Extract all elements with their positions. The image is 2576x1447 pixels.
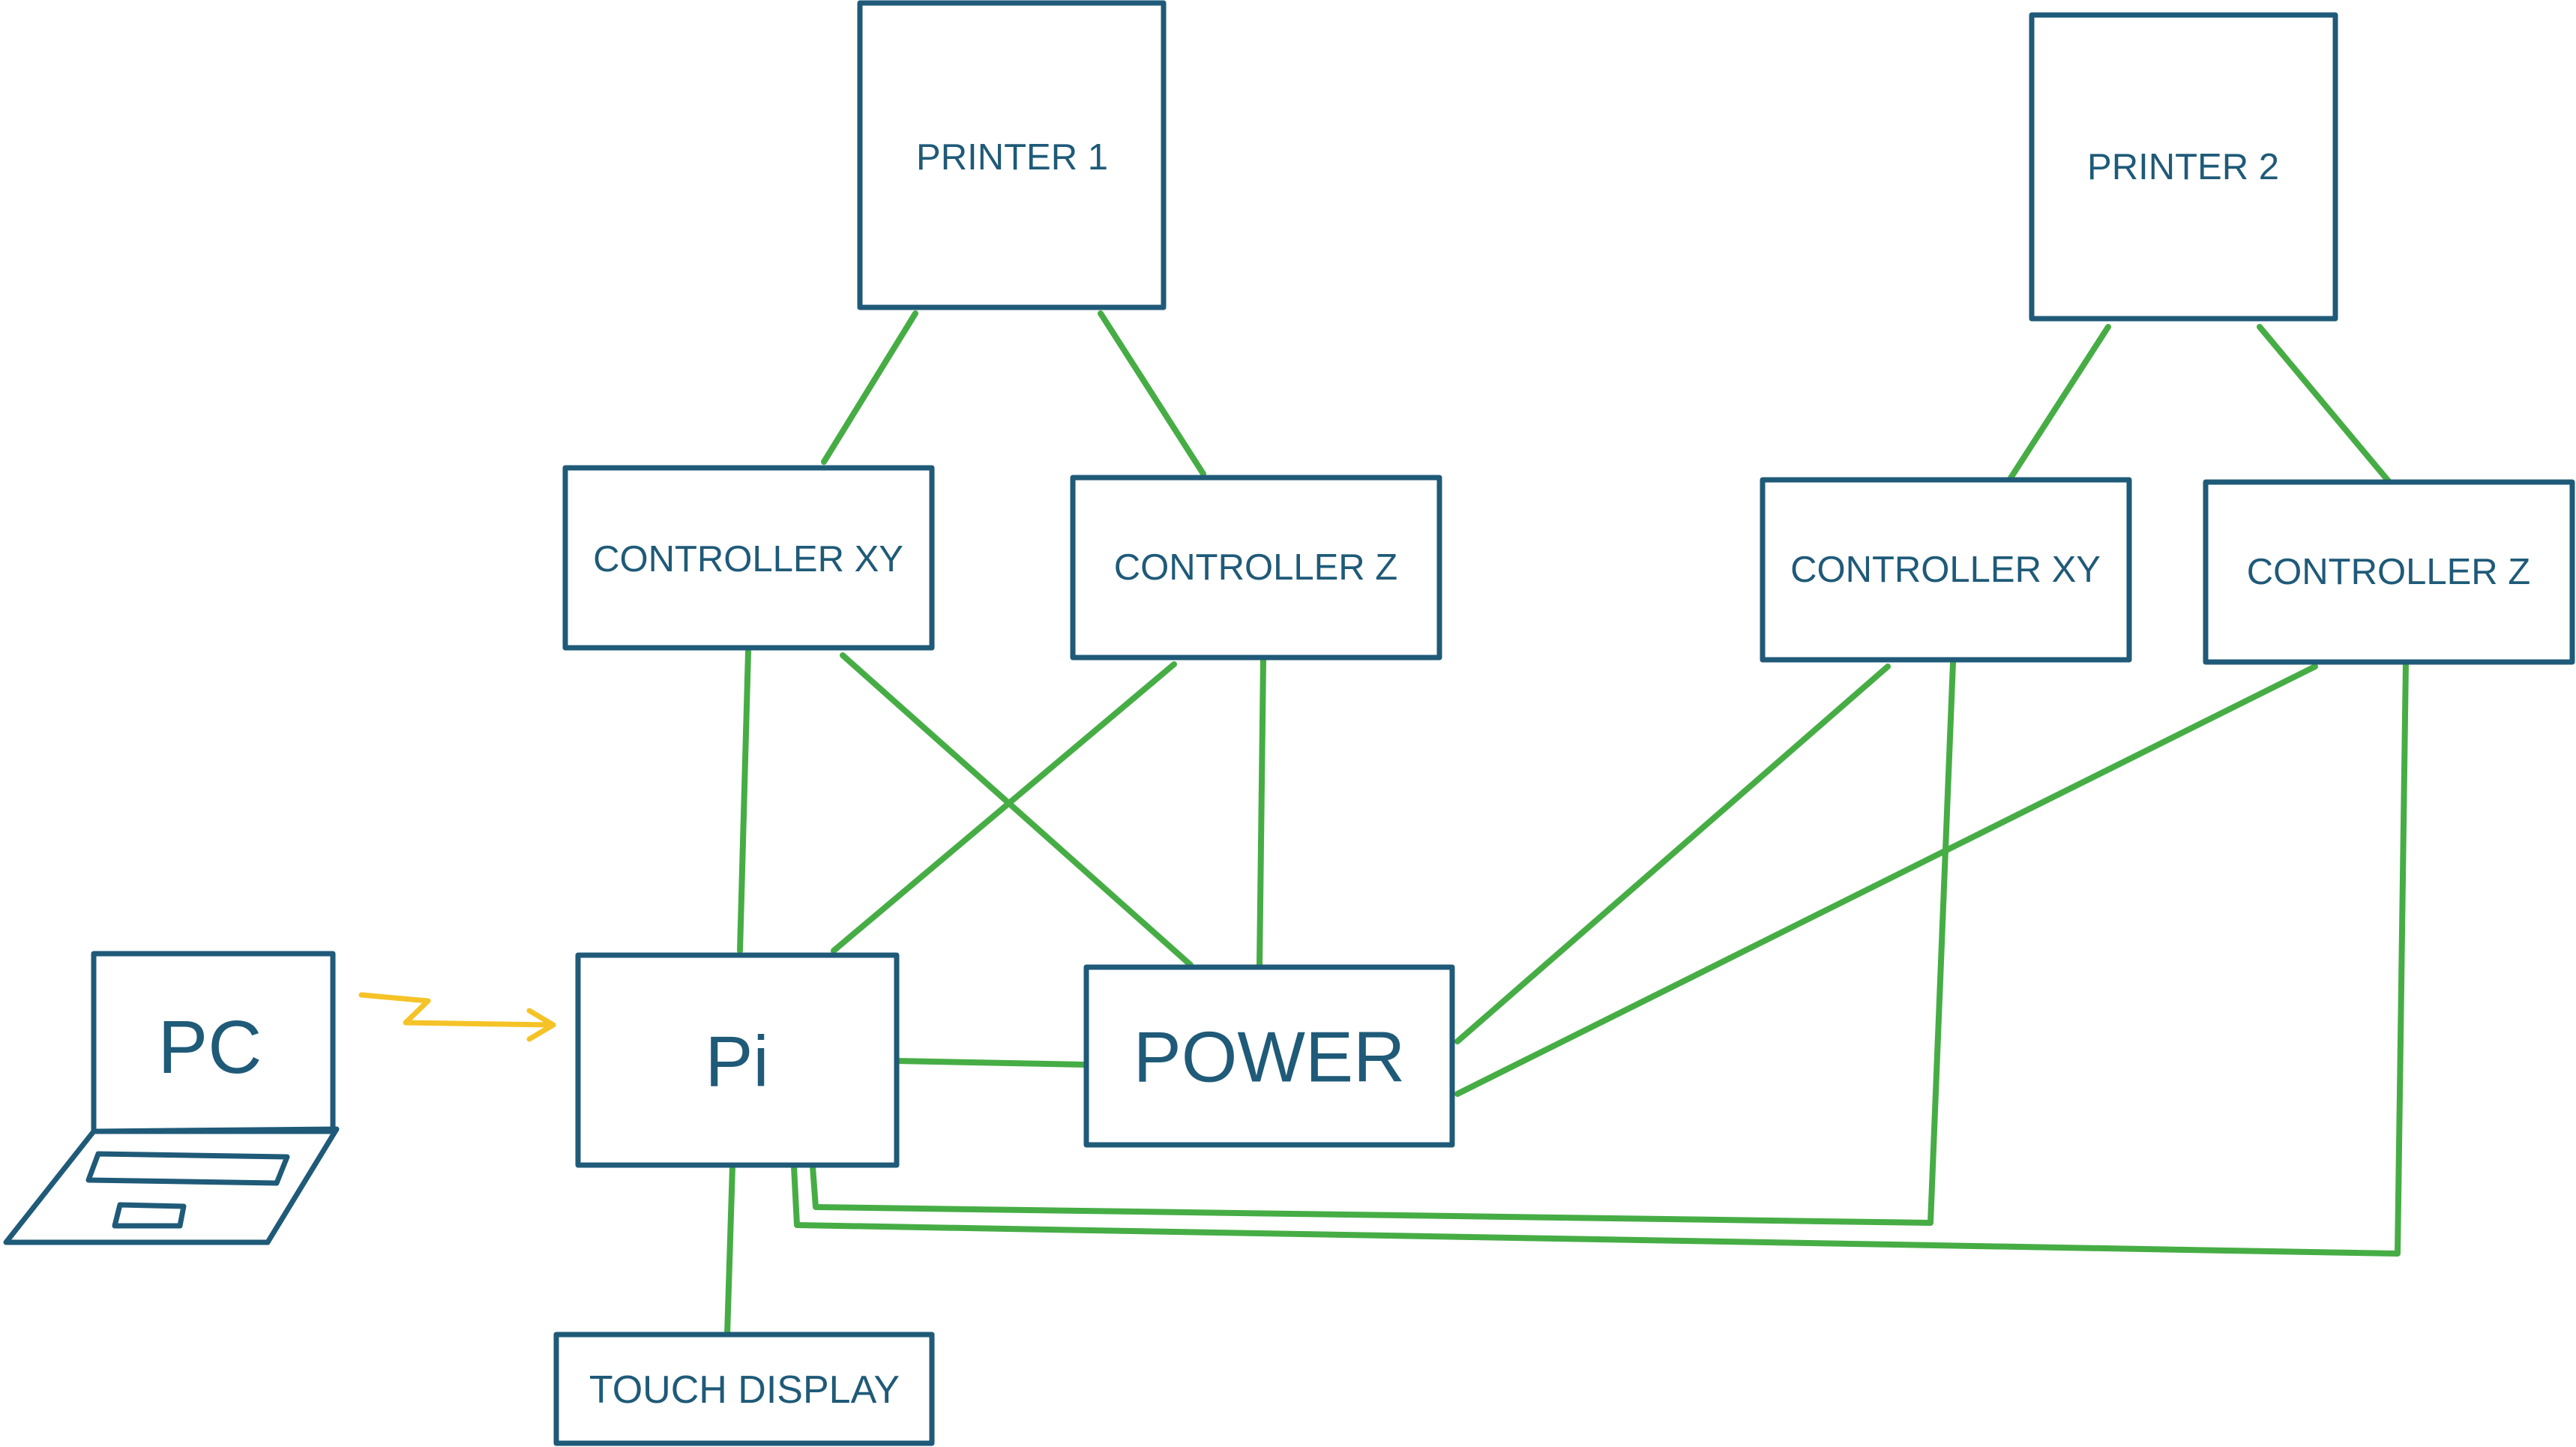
laptop-keyboard — [85, 1151, 290, 1186]
node-printer-2: PRINTER 2 — [2029, 12, 2338, 322]
node-controller-z-1: CONTROLLER Z — [1070, 475, 1442, 661]
laptop-icon — [3, 951, 340, 1245]
node-controller-z-2: CONTROLLER Z — [2203, 479, 2575, 665]
node-pi: Pi — [575, 952, 900, 1168]
wireless-arrow-head-icon — [526, 1008, 556, 1042]
link-printer1-controller-xy1 — [821, 310, 918, 465]
pc-label: PC — [158, 1005, 262, 1089]
link-controller-z2-power — [1454, 664, 2318, 1097]
controller-z-2-box — [2203, 479, 2575, 665]
link-controller-z2-pi — [791, 660, 2409, 1257]
node-controller-xy-1: CONTROLLER XY — [562, 465, 935, 651]
printer-1-box — [857, 0, 1167, 310]
node-controller-xy-2: CONTROLLER XY — [1760, 477, 2132, 663]
link-pi-touch-display — [724, 1164, 735, 1338]
controller-z-1-box — [1070, 475, 1442, 661]
link-printer2-controller-z2 — [2257, 324, 2392, 485]
touch-display-box — [553, 1332, 935, 1446]
link-controller-z1-pi — [831, 661, 1177, 954]
link-controller-xy2-power — [1454, 664, 1891, 1044]
pi-label: Pi — [705, 1022, 768, 1102]
connections — [358, 310, 2409, 1338]
power-box — [1083, 964, 1455, 1148]
laptop-base — [3, 1126, 340, 1245]
node-pc: PC — [3, 951, 340, 1245]
link-printer1-controller-z1 — [1098, 310, 1206, 477]
node-touch-display: TOUCH DISPLAY — [553, 1332, 935, 1446]
printer-2-label: PRINTER 2 — [2087, 147, 2279, 187]
link-controller-z1-power — [1257, 658, 1266, 968]
node-power: POWER — [1083, 964, 1455, 1148]
laptop-trackpad — [112, 1202, 187, 1229]
pi-box — [575, 952, 900, 1168]
node-printer-1: PRINTER 1 — [857, 0, 1167, 310]
link-controller-xy1-power — [840, 652, 1194, 968]
link-pi-power — [894, 1058, 1088, 1068]
laptop-screen — [91, 951, 336, 1134]
controller-xy-1-box — [562, 465, 935, 651]
link-printer2-controller-xy2 — [2007, 324, 2111, 482]
power-label: POWER — [1134, 1017, 1406, 1098]
link-controller-xy2-pi — [810, 660, 1956, 1226]
controller-z-1-label: CONTROLLER Z — [1114, 547, 1397, 588]
controller-xy-1-label: CONTROLLER XY — [593, 539, 903, 580]
controller-xy-2-label: CONTROLLER XY — [1790, 550, 2101, 590]
controller-xy-2-box — [1760, 477, 2132, 663]
link-controller-xy1-pi — [737, 649, 751, 954]
touch-display-label: TOUCH DISPLAY — [589, 1368, 900, 1412]
printer-1-label: PRINTER 1 — [916, 137, 1108, 178]
controller-z-2-label: CONTROLLER Z — [2247, 552, 2530, 592]
link-pc-pi-wireless — [358, 992, 554, 1028]
printer-2-box — [2029, 12, 2338, 322]
